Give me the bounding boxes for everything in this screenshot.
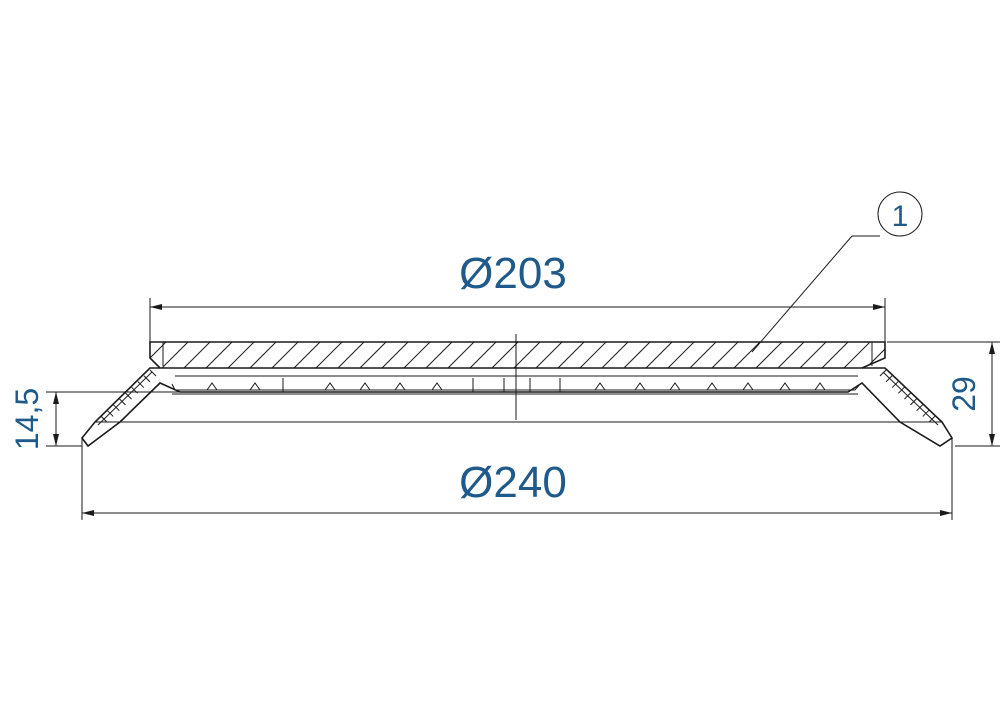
hatch-line — [897, 386, 905, 394]
hatch-line — [183, 342, 211, 368]
hatch-line — [904, 392, 911, 400]
hatch-line — [601, 342, 629, 368]
rib — [669, 382, 681, 391]
hatch-line — [689, 342, 717, 368]
hatch-line — [100, 415, 108, 423]
hatch-line — [885, 375, 893, 383]
hatch-line — [149, 369, 157, 377]
hatch-line — [843, 342, 871, 368]
body-profile — [80, 367, 954, 448]
hatch-line — [315, 342, 343, 368]
rib — [249, 382, 261, 391]
hatch-line — [916, 404, 924, 412]
rib — [706, 382, 718, 391]
hatch-line — [513, 342, 541, 368]
rib — [394, 382, 406, 391]
hatch-line — [755, 342, 783, 368]
balloon-label: 1 — [892, 200, 909, 233]
dimension-top-diameter: Ø203 — [149, 249, 886, 342]
hatch-line — [137, 381, 145, 388]
rib — [206, 382, 218, 391]
rib — [324, 382, 336, 391]
hatch-line — [888, 342, 914, 368]
hatch-line — [227, 342, 255, 368]
hatch-line — [535, 342, 563, 368]
hatch-line — [143, 375, 151, 383]
dimension-bottom-diameter: Ø240 — [81, 438, 953, 520]
hatch-line — [425, 342, 453, 368]
rib — [742, 382, 754, 391]
rib — [814, 382, 826, 391]
hatch-line — [106, 410, 114, 417]
hatch-line — [381, 342, 409, 368]
hatch-line — [205, 342, 233, 368]
rib — [594, 382, 606, 391]
hatch-line — [557, 342, 585, 368]
hatch-line — [733, 342, 761, 368]
bottom-diameter-label: Ø240 — [459, 458, 567, 507]
rib — [359, 382, 371, 391]
hatch-line — [910, 398, 917, 406]
hatch-line — [125, 392, 132, 400]
hatch-line — [799, 342, 827, 368]
dimension-flange-height: 14,5 — [9, 388, 180, 450]
hatch-line — [891, 381, 899, 388]
hatch-line — [161, 342, 189, 368]
top-diameter-label: Ø203 — [459, 249, 567, 298]
hatch-line — [403, 342, 431, 368]
hatch-line — [667, 342, 695, 368]
hatch-line — [359, 342, 387, 368]
hatch-line — [711, 342, 739, 368]
hatch-line — [491, 342, 519, 368]
hatch-line — [249, 342, 277, 368]
rib — [779, 382, 791, 391]
hatch-line — [922, 410, 930, 417]
hatch-line — [112, 404, 120, 412]
balloon-callout: 1 — [751, 191, 923, 353]
hatch-line — [821, 342, 849, 368]
hatch-line — [119, 398, 126, 406]
rib — [431, 382, 443, 391]
dimension-total-height: 29 — [887, 341, 1000, 447]
hatch-line — [623, 342, 651, 368]
hatch-line — [337, 342, 365, 368]
hatch-line — [777, 342, 805, 368]
flange-height-label: 14,5 — [9, 388, 45, 450]
hatch-line — [645, 342, 673, 368]
hatch-line — [150, 342, 167, 368]
total-height-label: 29 — [946, 376, 982, 412]
hatch-line — [293, 342, 321, 368]
lid-section — [149, 341, 914, 369]
hatch-line — [271, 342, 299, 368]
hatch-line — [447, 342, 475, 368]
hatch-line — [469, 342, 497, 368]
rib — [634, 382, 646, 391]
hatch-line — [928, 415, 936, 423]
hatch-line — [879, 369, 887, 377]
hatch-line — [579, 342, 607, 368]
